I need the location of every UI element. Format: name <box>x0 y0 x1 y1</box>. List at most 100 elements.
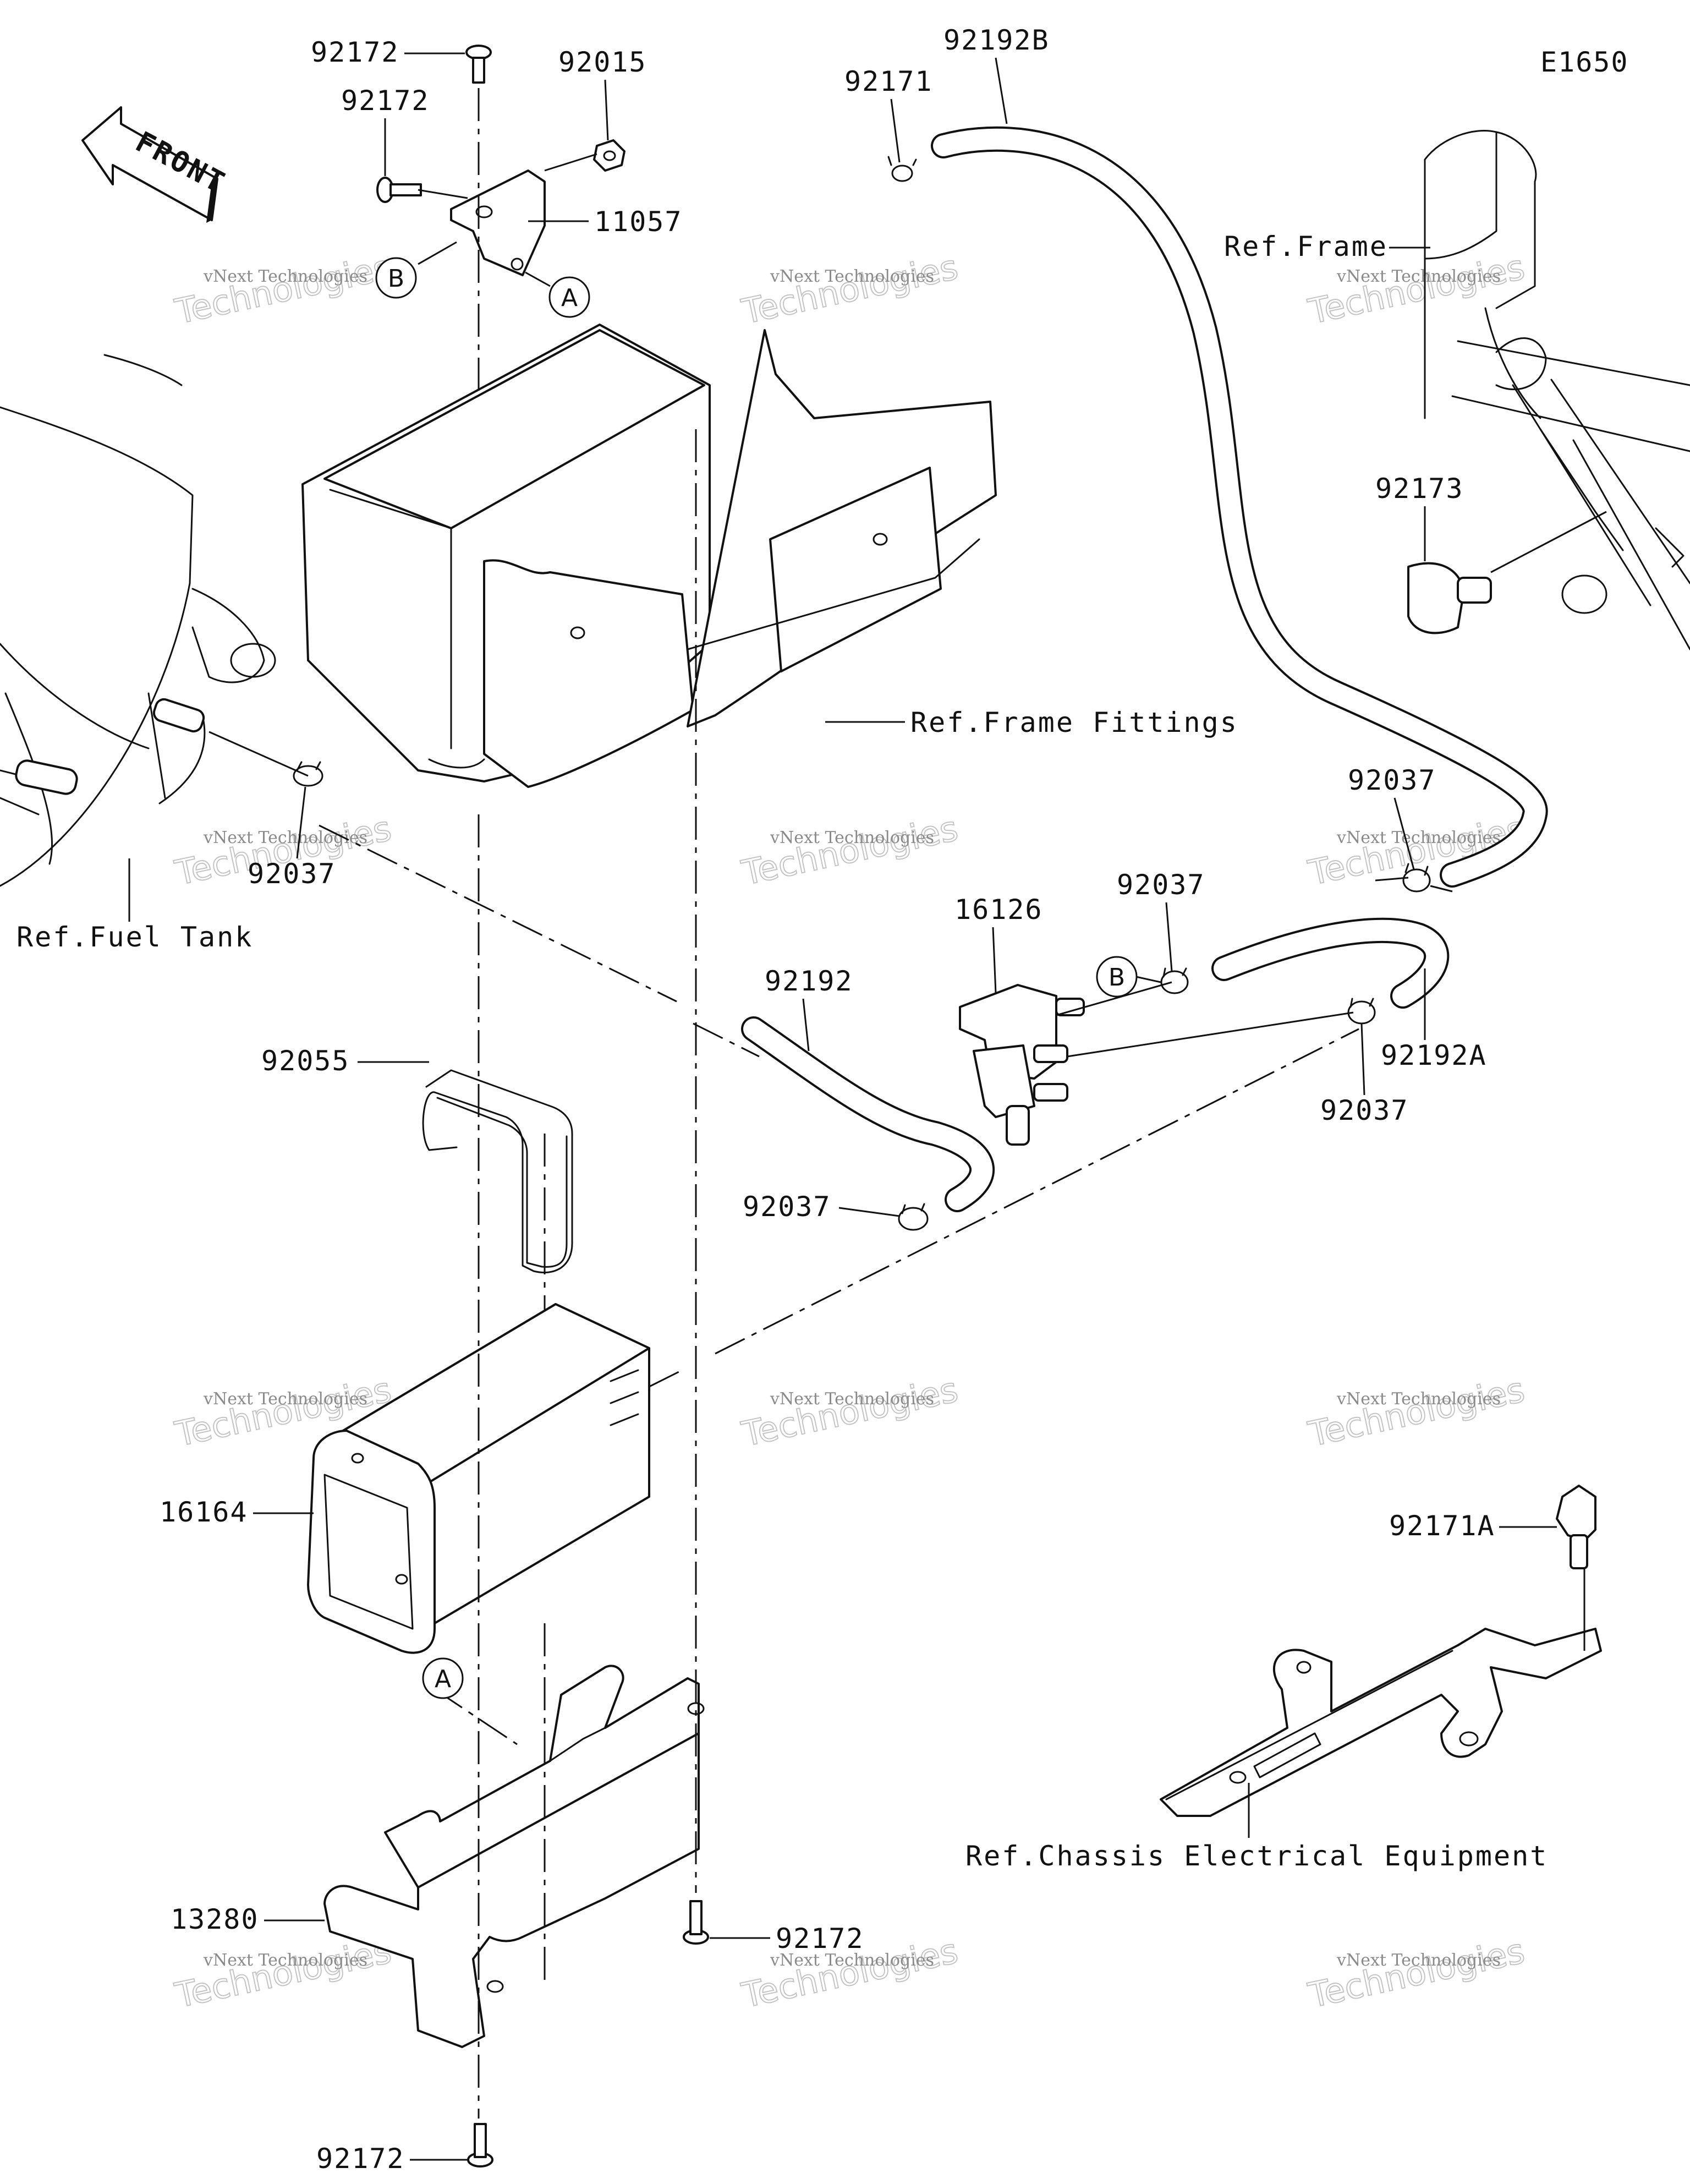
part-labels: 92172 92172 92015 11057 92171 92192B 921… <box>160 24 1557 2175</box>
screw-92172-bottom <box>467 2123 493 2167</box>
svg-text:92173: 92173 <box>1375 473 1464 505</box>
label-16126: 16126 <box>954 894 1043 994</box>
svg-text:92015: 92015 <box>558 46 647 78</box>
label-92037-right: 92037 <box>1320 1023 1409 1126</box>
svg-text:11057: 11057 <box>594 206 683 238</box>
svg-text:vNext Technologies: vNext Technologies <box>770 1951 934 1970</box>
ref-fuel-tank-label: Ref.Fuel Tank <box>17 858 253 953</box>
svg-text:B: B <box>1109 964 1125 992</box>
watermark: Technologies vNext Technologies <box>1304 1369 1529 1455</box>
bracket-11057 <box>450 169 546 276</box>
bracket-chassis-electrical <box>1160 1628 1602 1817</box>
canister-box-frame-fittings <box>301 324 997 788</box>
callout-a-upper: A <box>525 271 590 318</box>
clip-92171a <box>1556 1485 1596 1569</box>
screw-92172-side <box>376 177 422 203</box>
svg-text:vNext Technologies: vNext Technologies <box>770 1389 934 1409</box>
svg-text:Technologies: Technologies <box>738 247 962 332</box>
clamp-92037-right <box>1347 998 1376 1025</box>
label-92172-bottom: 92172 <box>316 2143 468 2175</box>
label-11057: 11057 <box>528 206 683 238</box>
label-92037-lower: 92037 <box>743 1191 900 1223</box>
svg-text:vNext Technologies: vNext Technologies <box>203 1389 367 1409</box>
label-13280: 13280 <box>171 1903 325 1935</box>
label-92173: 92173 <box>1375 473 1464 561</box>
label-16164: 16164 <box>160 1496 314 1528</box>
svg-text:92192: 92192 <box>765 965 853 997</box>
label-92171: 92171 <box>844 65 933 163</box>
svg-text:vNext Technologies: vNext Technologies <box>203 267 367 286</box>
svg-text:vNext Technologies: vNext Technologies <box>1336 1389 1501 1409</box>
callout-b-valve: B <box>1096 956 1161 998</box>
hose-92192 <box>741 1016 995 1212</box>
clamp-92037-valve <box>1160 967 1189 994</box>
label-92037-left: 92037 <box>248 786 335 890</box>
svg-text:92172: 92172 <box>311 36 399 68</box>
label-92171a: 92171A <box>1389 1510 1557 1542</box>
callout-a-lower: A <box>422 1657 464 1699</box>
ref-chassis-electrical-label: Ref.Chassis Electrical Equipment <box>965 1783 1548 1872</box>
diagram-code: E1650 <box>1540 46 1629 78</box>
svg-text:A: A <box>561 284 578 312</box>
svg-text:Technologies: Technologies <box>1305 1370 1528 1454</box>
svg-text:16164: 16164 <box>160 1496 248 1528</box>
svg-text:vNext Technologies: vNext Technologies <box>203 828 367 847</box>
label-92055: 92055 <box>261 1045 429 1077</box>
svg-text:92171: 92171 <box>844 65 933 97</box>
watermark: Technologies vNext Technologies <box>738 1369 962 1455</box>
valve-16126 <box>959 984 1085 1146</box>
svg-text:13280: 13280 <box>171 1903 259 1935</box>
clamp-92037-lower <box>898 1203 929 1231</box>
label-92192a: 92192A <box>1381 968 1487 1071</box>
svg-text:Technologies: Technologies <box>738 1370 962 1454</box>
label-92037-upper-right: 92037 <box>1348 764 1436 870</box>
svg-text:vNext Technologies: vNext Technologies <box>1336 267 1501 286</box>
label-92192: 92192 <box>765 965 853 1052</box>
svg-text:92037: 92037 <box>1117 869 1205 901</box>
svg-text:92172: 92172 <box>316 2143 405 2175</box>
clamp-92037-upper-right <box>1402 863 1431 893</box>
clamp-92037-left <box>293 761 323 787</box>
screw-92172-bottom-right <box>683 1900 709 1945</box>
fuel-tank-outline <box>0 354 276 887</box>
svg-text:Technologies: Technologies <box>1305 1931 1528 2016</box>
watermark: Technologies vNext Technologies <box>738 247 962 332</box>
clip-92171 <box>887 156 917 182</box>
canister-16164 <box>307 1303 650 1654</box>
svg-text:vNext Technologies: vNext Technologies <box>1336 828 1501 847</box>
svg-text:92037: 92037 <box>743 1191 831 1223</box>
svg-text:Technologies: Technologies <box>172 247 395 332</box>
screw-92172-top <box>465 45 492 84</box>
label-92172-side: 92172 <box>341 85 430 176</box>
label-92015: 92015 <box>558 46 647 141</box>
watermark: Technologies vNext Technologies <box>1304 1930 1529 2016</box>
ref-frame-fittings-label: Ref.Frame Fittings <box>825 707 1238 738</box>
svg-text:92037: 92037 <box>1320 1094 1409 1126</box>
label-92172-bottom-right: 92172 <box>710 1923 864 1955</box>
label-92172-top: 92172 <box>311 36 465 68</box>
svg-text:92192B: 92192B <box>943 24 1050 56</box>
svg-text:Ref.Frame: Ref.Frame <box>1224 231 1388 262</box>
svg-text:A: A <box>435 1665 451 1693</box>
front-arrow-icon: FRONT <box>81 106 232 223</box>
callout-b-upper: B <box>375 241 457 299</box>
svg-text:Technologies: Technologies <box>172 1931 395 2016</box>
svg-text:92172: 92172 <box>341 85 430 117</box>
reference-labels: Ref.Frame Ref.Frame Fittings Ref.Fuel Ta… <box>17 231 1548 1872</box>
svg-text:vNext Technologies: vNext Technologies <box>203 1951 367 1970</box>
svg-text:B: B <box>388 265 404 293</box>
watermark: Technologies vNext Technologies <box>171 1930 396 2016</box>
svg-text:Ref.Frame Fittings: Ref.Frame Fittings <box>910 707 1238 738</box>
hose-92192a <box>1211 917 1450 1009</box>
svg-text:Ref.Chassis Electrical Equipme: Ref.Chassis Electrical Equipment <box>965 1840 1548 1872</box>
ref-frame-label: Ref.Frame <box>1224 231 1430 262</box>
svg-text:Ref.Fuel Tank: Ref.Fuel Tank <box>17 921 253 953</box>
svg-text:vNext Technologies: vNext Technologies <box>1336 1951 1501 1970</box>
svg-text:92172: 92172 <box>776 1923 864 1955</box>
label-92192b: 92192B <box>943 24 1050 124</box>
svg-text:92192A: 92192A <box>1381 1039 1487 1071</box>
svg-text:92055: 92055 <box>261 1045 350 1077</box>
svg-text:92037: 92037 <box>1348 764 1436 796</box>
svg-text:16126: 16126 <box>954 894 1043 926</box>
assembly-lines <box>208 88 1607 2119</box>
